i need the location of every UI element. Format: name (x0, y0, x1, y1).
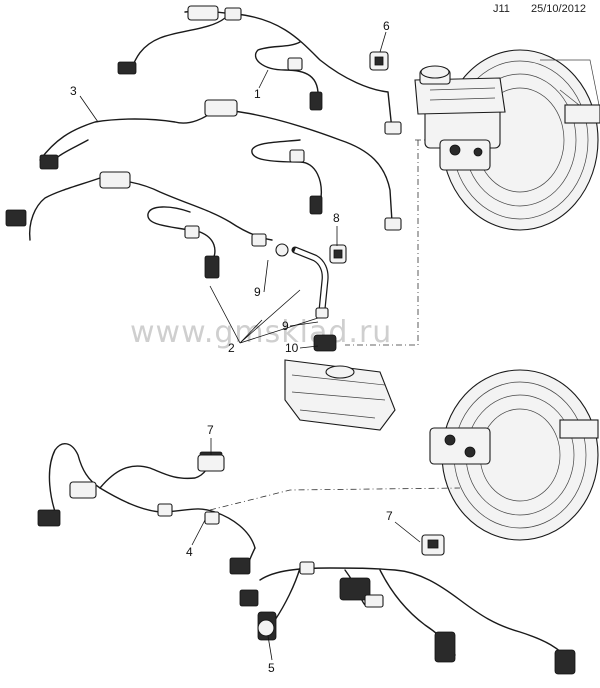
callout-6: 6 (383, 19, 390, 33)
callout-3: 3 (70, 84, 77, 98)
callout-10: 10 (285, 341, 299, 355)
reference-line-lower (209, 487, 461, 511)
brake-booster-lower (441, 369, 599, 541)
brake-pipe-2 (5, 171, 273, 279)
callout-4: 4 (186, 545, 193, 559)
reference-line-upper (345, 139, 425, 346)
brake-hose (275, 243, 337, 352)
callout-1: 1 (254, 87, 261, 101)
brake-pipe-1 (117, 5, 402, 135)
clip-8 (329, 244, 347, 264)
leader-lines (79, 31, 421, 661)
callout-8: 8 (333, 211, 340, 225)
master-cylinder-upper (414, 65, 506, 171)
callout-5: 5 (268, 661, 275, 675)
brake-pipe-5 (239, 561, 576, 675)
clip-6 (369, 51, 389, 71)
callout-9-lower: 9 (282, 319, 289, 333)
callout-9-upper: 9 (254, 285, 261, 299)
diagram-date: 25/10/2012 (531, 3, 587, 15)
brake-pipe-3 (39, 99, 402, 231)
callout-2: 2 (228, 341, 235, 355)
master-cylinder-lower (284, 359, 491, 465)
callout-7-upper: 7 (207, 423, 214, 437)
clip-7-lower (421, 534, 445, 556)
callout-7-lower: 7 (386, 509, 393, 523)
clip-7-upper (197, 454, 225, 472)
watermark: www.gmsklad.ru (130, 315, 392, 350)
diagram-code: J11 (493, 3, 510, 15)
